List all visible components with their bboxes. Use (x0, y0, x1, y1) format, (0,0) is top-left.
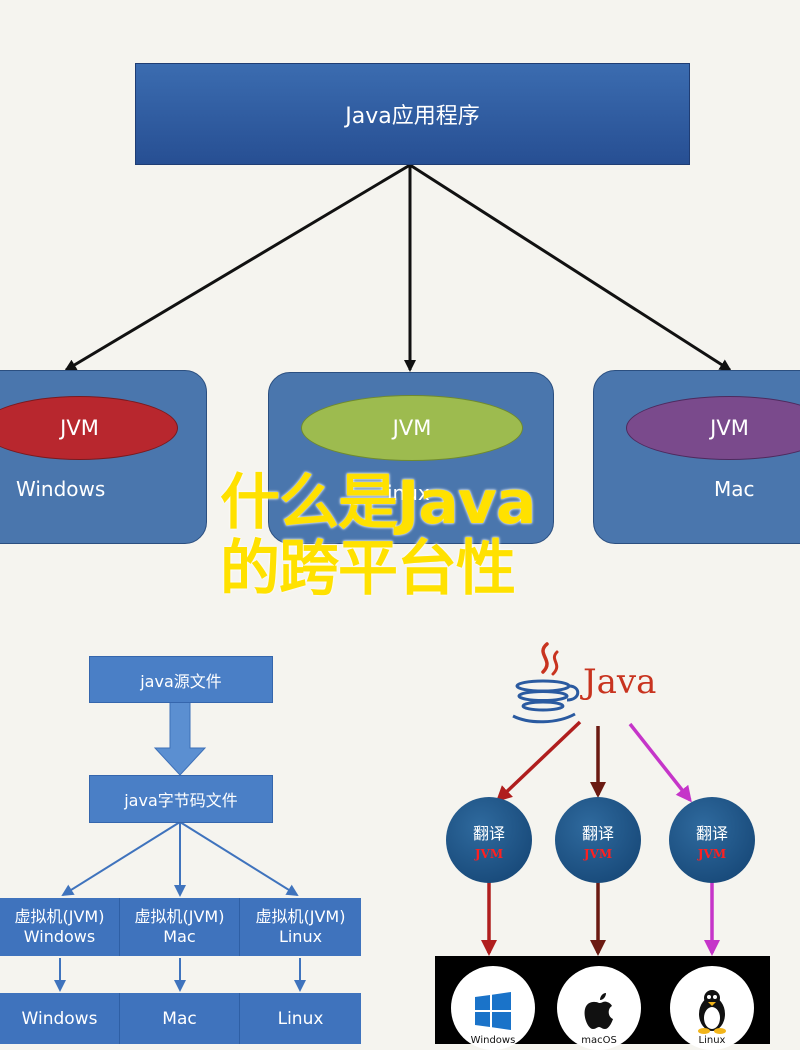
macos-logo-circle: macOS (557, 966, 641, 1050)
jvm-label: JVM (392, 416, 432, 440)
vm-cell-os: Windows (23, 927, 96, 946)
java-source-file-label: java源文件 (140, 671, 222, 691)
jvm-row: 虚拟机(JVM) Windows 虚拟机(JVM) Mac 虚拟机(JVM) L… (0, 898, 361, 956)
java-source-file-box: java源文件 (89, 656, 273, 703)
vm-cell-title: 虚拟机(JVM) (134, 907, 225, 926)
translator-circle-2: 翻译 JVM (555, 797, 641, 883)
linux-logo-circle: Linux (670, 966, 754, 1050)
platform-box-linux: JVM inux (268, 372, 554, 544)
os-cell-windows: Windows (0, 993, 120, 1044)
windows-logo-icon (475, 992, 511, 1030)
os-label-linux: inux (387, 481, 430, 505)
vm-cell-windows: 虚拟机(JVM) Windows (0, 898, 120, 956)
os-row: Windows Mac Linux (0, 993, 361, 1044)
jvm-label: JVM (60, 416, 99, 440)
translator-jvm-label: JVM (697, 846, 727, 861)
jvm-ellipse-windows: JVM (0, 396, 178, 460)
translator-circle-3: 翻译 JVM (669, 797, 755, 883)
translator-jvm-label: JVM (583, 846, 613, 861)
arrow-to-mac (409, 163, 732, 372)
os-label-mac: Mac (714, 477, 755, 501)
windows-logo-circle: Windows (451, 966, 535, 1050)
linux-penguin-icon (698, 990, 726, 1034)
jvm-label: JVM (710, 416, 749, 440)
os-cell-linux: Linux (277, 1008, 324, 1029)
macos-logo-label: macOS (581, 1035, 617, 1046)
os-cell-mac: Mac (120, 993, 240, 1044)
windows-logo-label: Windows (470, 1035, 516, 1046)
java-logo-text: Java (583, 662, 657, 702)
vm-cell-os: Linux (278, 927, 323, 946)
bytecode-to-vm-linux-arrow (179, 821, 299, 897)
vm-cell-mac: 虚拟机(JVM) Mac (120, 898, 240, 956)
translator-jvm-label: JVM (474, 846, 504, 861)
translator-label: 翻译 (472, 823, 505, 843)
os-label-windows: Windows (16, 477, 106, 501)
linux-logo-label: Linux (698, 1035, 726, 1046)
vm-cell-title: 虚拟机(JVM) (255, 907, 346, 926)
java-to-translator-1-arrow (495, 720, 582, 803)
jvm-ellipse-mac: JVM (626, 396, 800, 460)
apple-logo-icon (584, 993, 613, 1029)
overlay-title: 什么是Java 的跨平台性 (220, 470, 600, 602)
arrow-to-windows (64, 163, 411, 372)
platform-box-windows: JVM Windows (0, 370, 207, 544)
java-coffee-cup-icon (512, 642, 580, 724)
bytecode-to-vm-windows-arrow (61, 821, 181, 897)
translator-circle-1: 翻译 JVM (446, 797, 532, 883)
platform-box-mac: JVM Mac (593, 370, 800, 544)
java-application-label: Java应用程序 (345, 104, 480, 129)
java-application-box: Java应用程序 (135, 63, 690, 165)
java-bytecode-file-label: java字节码文件 (124, 791, 238, 810)
java-to-translator-3-arrow (628, 722, 692, 803)
jvm-ellipse-linux: JVM (301, 395, 523, 461)
translator-label: 翻译 (695, 823, 728, 843)
overlay-title-line1: 什么是Java (220, 468, 536, 538)
vm-cell-linux: 虚拟机(JVM) Linux (240, 898, 361, 956)
source-to-bytecode-arrow (153, 701, 207, 776)
java-bytecode-file-box: java字节码文件 (89, 775, 273, 823)
vm-cell-os: Mac (163, 927, 196, 946)
translator-label: 翻译 (581, 823, 614, 843)
overlay-title-line2: 的跨平台性 (220, 534, 516, 604)
vm-cell-title: 虚拟机(JVM) (14, 907, 105, 926)
